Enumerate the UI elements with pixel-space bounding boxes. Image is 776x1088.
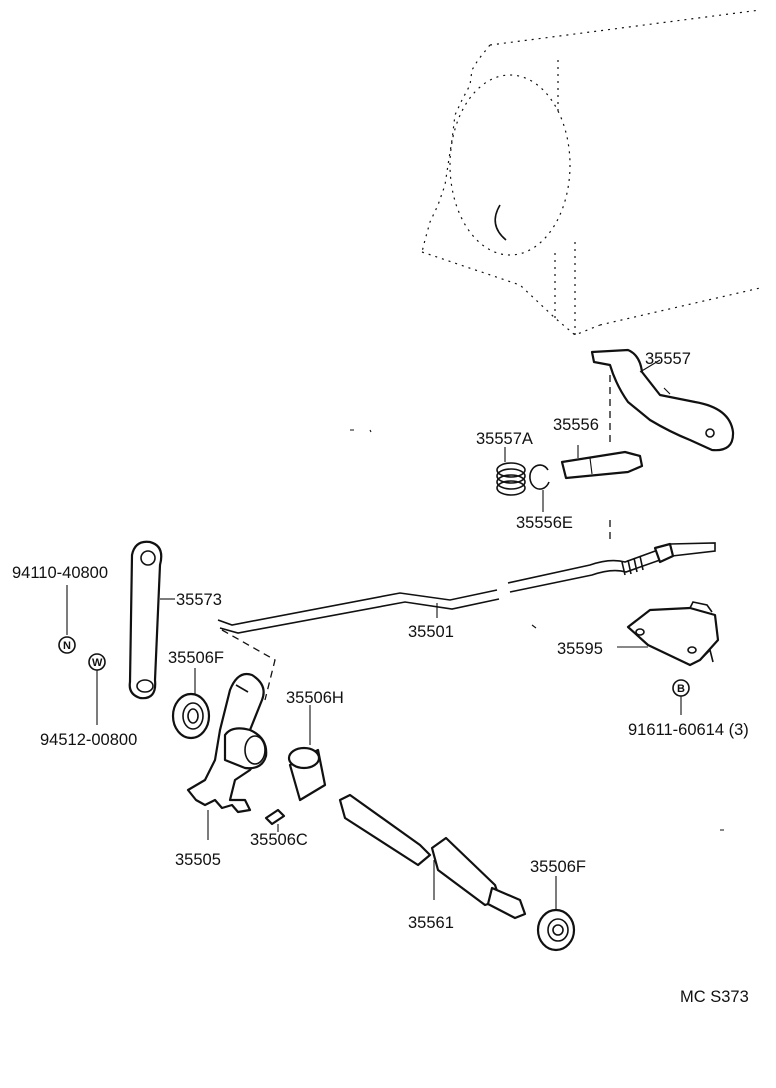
washer-symbol: W (92, 657, 103, 669)
label-35556: 35556 (553, 416, 599, 434)
label-35595: 35595 (557, 640, 603, 658)
pin-35556: 35556 (553, 416, 644, 480)
shift-lever-35557: 35557 (590, 348, 735, 452)
label-94110: 94110-40800 (12, 564, 108, 582)
bolt-symbol: B (677, 683, 685, 695)
footer-code: MC S373 (680, 988, 749, 1006)
label-94512: 94512-00800 (40, 731, 137, 749)
bolt-callout: B 91611-60614 (3) (628, 679, 749, 739)
nut-callout: 94110-40800 N (12, 564, 108, 654)
label-35573: 35573 (176, 591, 222, 609)
link-35573: 35573 (128, 540, 222, 700)
label-35506H: 35506H (286, 689, 344, 707)
label-35501: 35501 (408, 623, 454, 641)
rod-35501: 35501 (217, 520, 716, 701)
bracket-35595: 35595 (557, 601, 720, 667)
bearing-35506F-top: 35506F (168, 649, 224, 740)
shaft-35561: 35561 (338, 793, 527, 932)
bearing-35506F-bottom: 35506F (530, 858, 586, 952)
label-35556E: 35556E (516, 514, 573, 532)
nut-symbol: N (63, 640, 71, 652)
e-ring-35556E: 35556E (516, 464, 573, 532)
label-35506C: 35506C (250, 831, 308, 849)
label-35557: 35557 (645, 350, 691, 368)
stray-marks (350, 429, 724, 831)
detent-plate-35505: 35505 (175, 672, 268, 869)
transmission-housing (421, 9, 761, 336)
label-35505: 35505 (175, 851, 221, 869)
pin-35506C: 35506C (250, 808, 308, 849)
label-35506F-top: 35506F (168, 649, 224, 667)
label-91611: 91611-60614 (3) (628, 721, 749, 739)
washer-callout: W 94512-00800 (40, 653, 137, 749)
label-35557A: 35557A (476, 430, 533, 448)
bushing-35506H: 35506H (286, 689, 344, 802)
label-35506F-bottom: 35506F (530, 858, 586, 876)
label-35561: 35561 (408, 914, 454, 932)
spring-35557A: 35557A (476, 430, 533, 496)
